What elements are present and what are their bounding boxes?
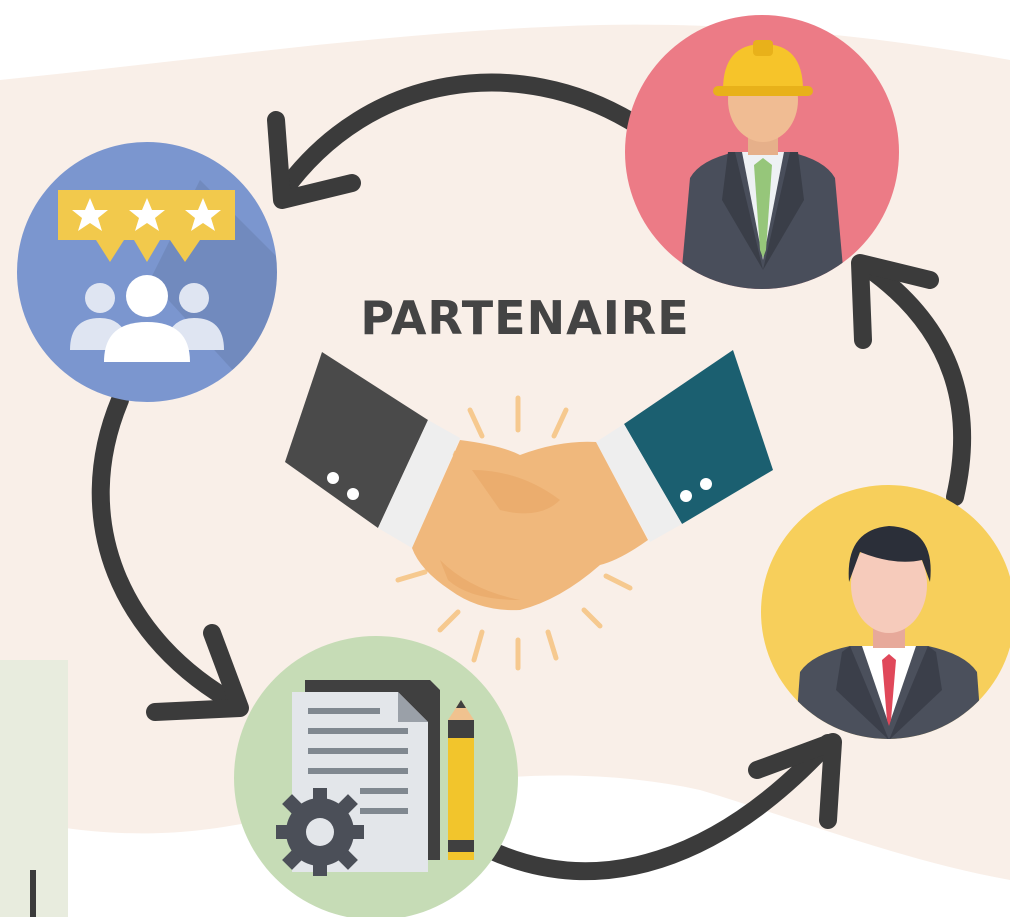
businessman-icon	[795, 526, 982, 739]
arrowhead-document-to-businessman	[748, 733, 842, 829]
arrowhead-engineer-to-rating	[267, 111, 361, 209]
arrow-rating-to-document	[91, 391, 247, 714]
cycle-arrows	[91, 73, 972, 881]
arrow-businessman-to-engineer	[859, 259, 972, 506]
side-panel-mark	[30, 870, 36, 917]
left-cuff	[378, 420, 460, 548]
document-node	[234, 636, 518, 917]
hands	[412, 440, 648, 611]
handshake-icon	[285, 350, 773, 671]
rating-node	[17, 142, 277, 402]
rating-stars-group-icon	[58, 190, 235, 362]
title-text: PARTENAIRE	[360, 291, 689, 345]
businessman-node	[761, 485, 1010, 739]
document-gear-pencil-icon	[276, 680, 474, 876]
arrowhead-businessman-to-engineer	[851, 254, 939, 349]
left-sleeve	[285, 352, 428, 528]
engineer-node	[625, 15, 899, 289]
right-sleeve	[624, 350, 773, 524]
arrowhead-rating-to-document	[146, 624, 249, 721]
arrow-engineer-to-rating	[273, 73, 641, 202]
right-cuff	[596, 424, 682, 542]
arrow-document-to-businessman	[481, 734, 837, 881]
engineer-hardhat-icon	[680, 40, 845, 289]
